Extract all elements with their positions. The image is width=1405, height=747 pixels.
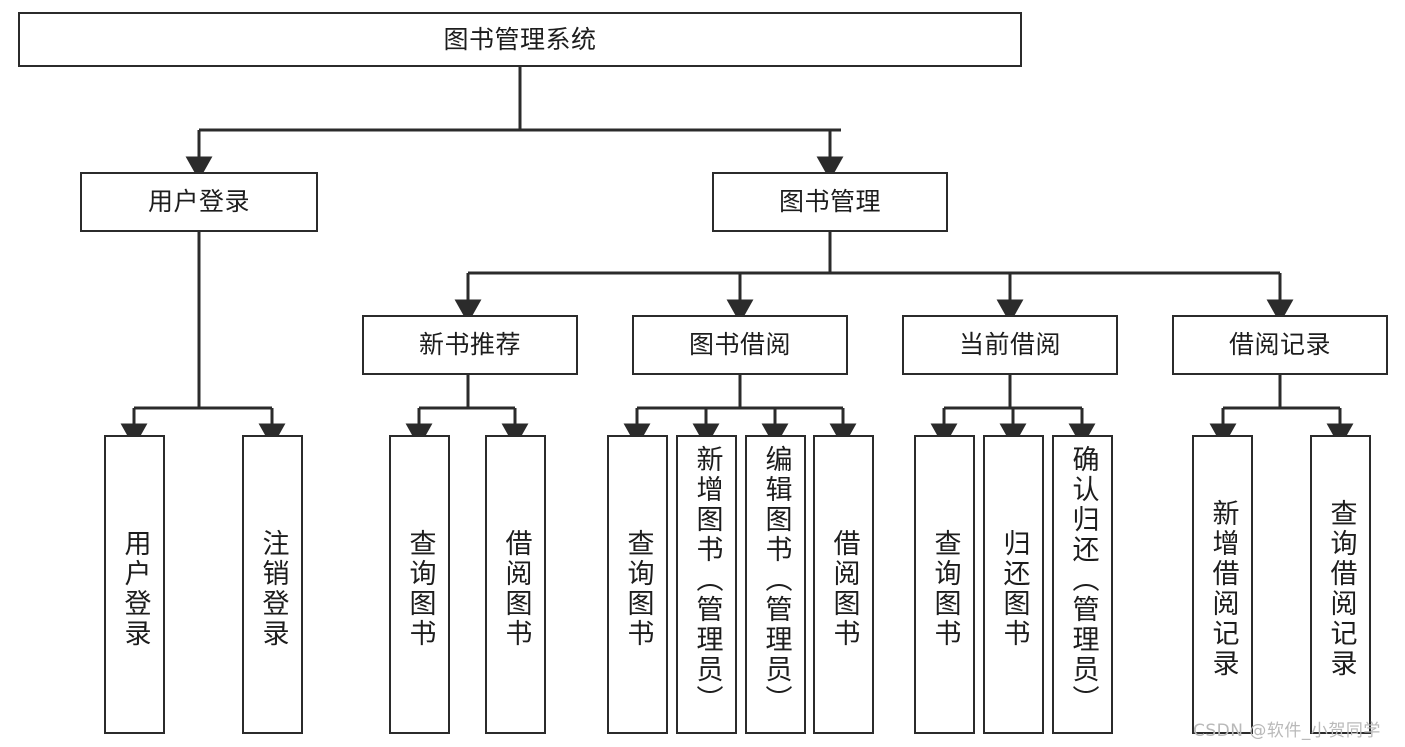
node-label: 新增借阅记录 (1207, 498, 1239, 679)
node-current-borrow[interactable]: 当前借阅 (902, 315, 1118, 375)
leaf-new-book-borrow-book[interactable]: 借阅图书 (485, 435, 546, 734)
node-label: 新书推荐 (418, 330, 521, 360)
node-label: 查询图书 (404, 528, 436, 649)
node-label: 用户登录 (119, 528, 151, 649)
leaf-records-add-record[interactable]: 新增借阅记录 (1192, 435, 1253, 734)
node-label: 用户登录 (147, 187, 250, 217)
leaf-current-confirm-return-admin[interactable]: 确认归还（管理员） (1052, 435, 1113, 734)
leaf-user-login-login[interactable]: 用户登录 (104, 435, 165, 734)
node-label: 注销登录 (257, 528, 289, 649)
node-label: 确认归还（管理员） (1067, 445, 1099, 715)
node-label: 当前借阅 (958, 330, 1061, 360)
node-label: 借阅记录 (1228, 330, 1331, 360)
leaf-records-query-record[interactable]: 查询借阅记录 (1310, 435, 1371, 734)
node-label: 图书借阅 (688, 330, 791, 360)
leaf-borrow-query-book[interactable]: 查询图书 (607, 435, 668, 734)
leaf-borrow-borrow-book[interactable]: 借阅图书 (813, 435, 874, 734)
csdn-watermark: CSDN @软件_小贺同学 (1193, 721, 1381, 741)
node-book-borrow[interactable]: 图书借阅 (632, 315, 848, 375)
node-label: 借阅图书 (500, 528, 532, 649)
node-user-login[interactable]: 用户登录 (80, 172, 318, 232)
node-label: 借阅图书 (828, 528, 860, 649)
leaf-borrow-edit-book-admin[interactable]: 编辑图书（管理员） (745, 435, 806, 734)
node-root-system[interactable]: 图书管理系统 (18, 12, 1022, 67)
leaf-new-book-query-book[interactable]: 查询图书 (389, 435, 450, 734)
node-label: 图书管理 (778, 187, 881, 217)
leaf-borrow-add-book-admin[interactable]: 新增图书（管理员） (676, 435, 737, 734)
node-label: 归还图书 (998, 528, 1030, 649)
node-label: 查询图书 (929, 528, 961, 649)
node-label: 图书管理系统 (443, 24, 597, 54)
node-label: 查询借阅记录 (1325, 498, 1357, 679)
node-label: 新增图书（管理员） (691, 445, 723, 715)
node-label: 编辑图书（管理员） (760, 445, 792, 715)
leaf-current-return-book[interactable]: 归还图书 (983, 435, 1044, 734)
leaf-user-login-logout[interactable]: 注销登录 (242, 435, 303, 734)
leaf-current-query-book[interactable]: 查询图书 (914, 435, 975, 734)
node-new-book-recommend[interactable]: 新书推荐 (362, 315, 578, 375)
node-label: 查询图书 (622, 528, 654, 649)
node-borrow-records[interactable]: 借阅记录 (1172, 315, 1388, 375)
node-book-management[interactable]: 图书管理 (712, 172, 948, 232)
